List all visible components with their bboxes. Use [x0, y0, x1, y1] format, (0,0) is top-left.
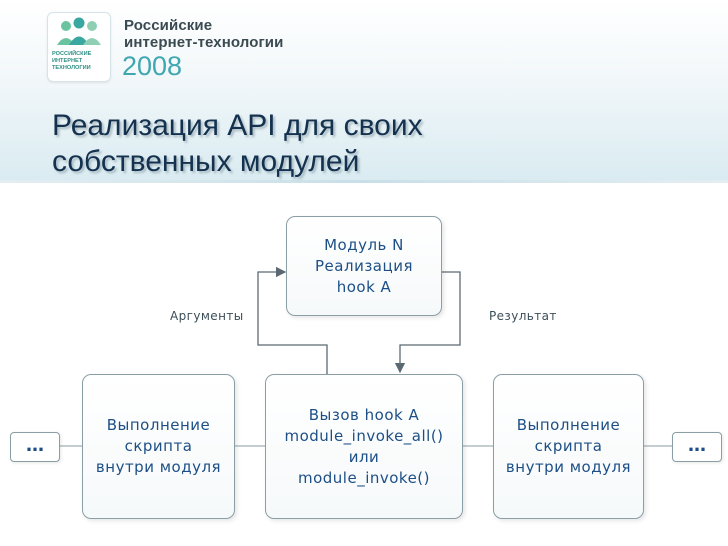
left-box-line: Выполнение [106, 416, 211, 434]
module-n-box: Модуль N Реализация hook A [286, 216, 442, 316]
conference-logo: РОССИЙСКИЕ ИНТЕРНЕТ ТЕХНОЛОГИИ [47, 12, 111, 82]
call-box-line: Вызов hook A [308, 405, 420, 424]
slide-title-line1: Реализация API для своих [52, 109, 423, 142]
left-box-line: скрипта [124, 437, 193, 455]
ellipsis-right: … [672, 432, 722, 462]
right-box-line: скрипта [534, 437, 603, 455]
header-divider [0, 180, 728, 183]
brand-year: 2008 [122, 51, 183, 81]
module-box-line: hook A [336, 277, 392, 296]
right-box-line: внутри модуля [505, 458, 632, 476]
call-box-line: module_invoke_all() [284, 426, 444, 445]
right-execution-box: Выполнение скрипта внутри модуля [493, 374, 644, 519]
arguments-connector [257, 266, 328, 375]
module-box-line: Модуль N [324, 235, 404, 254]
logo-text: РОССИЙСКИЕ ИНТЕРНЕТ ТЕХНОЛОГИИ [52, 51, 92, 71]
slide-title-line2: собственных модулей [52, 145, 360, 178]
result-connector [394, 271, 461, 374]
brand-name-line1: Российские [124, 17, 213, 34]
left-execution-box: Выполнение скрипта внутри модуля [82, 374, 235, 519]
header-background [0, 0, 728, 182]
result-label: Результат [489, 309, 557, 323]
hook-call-box: Вызов hook A module_invoke_all() или mod… [265, 374, 463, 519]
arguments-label: Аргументы [170, 309, 244, 323]
people-logo-icon [57, 17, 101, 45]
brand-name-line2: интернет-технологии [124, 34, 284, 51]
call-box-line: module_invoke() [297, 468, 431, 487]
module-box-line: Реализация [315, 256, 413, 275]
ellipsis-left: … [10, 432, 60, 462]
call-box-line: или [348, 447, 380, 466]
slide-title: Реализация API для своих собственных мод… [52, 108, 692, 180]
left-box-line: внутри модуля [95, 458, 222, 476]
right-box-line: Выполнение [516, 416, 621, 434]
